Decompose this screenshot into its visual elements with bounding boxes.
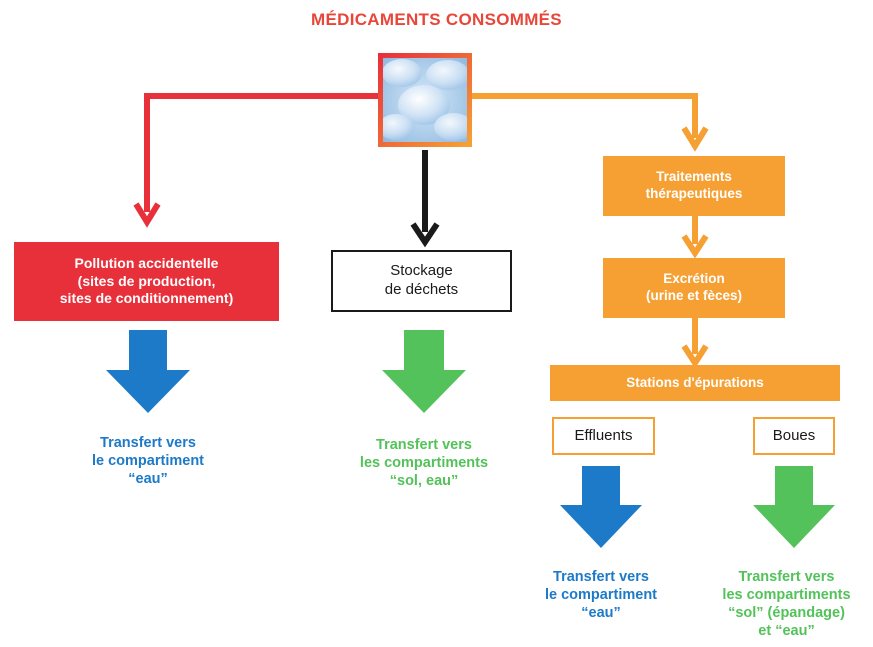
arrowhead-black bbox=[410, 222, 440, 248]
box-excretion: Excrétion (urine et fèces) bbox=[603, 258, 785, 318]
box-effluents: Effluents bbox=[552, 417, 655, 455]
big-arrow-green-stockage bbox=[382, 330, 466, 413]
arrowhead-orange bbox=[681, 126, 709, 152]
box-traitements-line-1: Traitements bbox=[656, 169, 732, 185]
box-excretion-line-2: (urine et fèces) bbox=[645, 288, 743, 303]
box-pollution-line-1: Pollution accidentelle bbox=[74, 255, 219, 272]
diagram-title: MÉDICAMENTS CONSOMMÉS bbox=[311, 10, 562, 29]
caption-stockage-line-1: Transfert vers bbox=[376, 437, 472, 453]
caption-boues-line-4: et “eau” bbox=[758, 623, 815, 640]
box-traitements-line-2: thérapeutiques bbox=[645, 186, 743, 201]
box-stations-epurations: Stations d'épurations bbox=[550, 365, 840, 401]
box-pollution-line-2: (sites de production, bbox=[77, 272, 216, 289]
arrowhead-traitements-excretion bbox=[681, 234, 709, 259]
caption-pollution-line-2: le compartiment bbox=[92, 453, 204, 470]
caption-boues-line-3: “sol” (épandage) bbox=[728, 605, 845, 622]
arrowhead-excretion-stations bbox=[681, 344, 709, 369]
caption-effluents-line-1: Transfert vers bbox=[553, 569, 649, 585]
box-stockage-dechets: Stockage de déchets bbox=[331, 250, 512, 312]
caption-boues-line-2: les compartiments bbox=[722, 587, 851, 604]
box-excretion-line-1: Excrétion bbox=[663, 271, 725, 287]
caption-boues-transfert: Transfert vers les compartiments “sol” (… bbox=[700, 568, 873, 641]
box-pollution-accidentelle: Pollution accidentelle (sites de product… bbox=[14, 242, 279, 321]
caption-stockage-line-3: “sol, eau” bbox=[389, 473, 459, 490]
caption-effluents-transfert: Transfert vers le compartiment “eau” bbox=[506, 568, 696, 622]
caption-effluents-line-2: le compartiment bbox=[545, 587, 657, 604]
connector-red bbox=[144, 93, 378, 212]
pills-photo-icon bbox=[378, 53, 472, 147]
box-stockage-line-2: de déchets bbox=[384, 281, 459, 298]
caption-pollution-line-1: Transfert vers bbox=[100, 435, 196, 451]
caption-pollution-line-3: “eau” bbox=[128, 471, 168, 488]
big-arrow-blue-pollution bbox=[106, 330, 190, 413]
box-boues-line-1: Boues bbox=[772, 426, 816, 444]
box-traitements-therapeutiques: Traitements thérapeutiques bbox=[603, 156, 785, 216]
caption-pollution-transfert: Transfert vers le compartiment “eau” bbox=[48, 434, 248, 488]
box-effluents-line-1: Effluents bbox=[574, 426, 633, 444]
caption-effluents-line-3: “eau” bbox=[581, 605, 621, 622]
big-arrow-green-boues bbox=[753, 466, 835, 548]
caption-boues-line-1: Transfert vers bbox=[738, 569, 835, 585]
arrowhead-red bbox=[133, 202, 161, 228]
connector-orange bbox=[472, 93, 698, 138]
box-stations-line-1: Stations d'épurations bbox=[626, 374, 764, 390]
caption-stockage-line-2: les compartiments bbox=[359, 455, 489, 472]
caption-stockage-transfert: Transfert vers les compartiments “sol, e… bbox=[324, 436, 524, 490]
box-pollution-line-3: sites de conditionnement) bbox=[59, 290, 234, 307]
box-stockage-line-1: Stockage bbox=[390, 262, 453, 280]
box-boues: Boues bbox=[753, 417, 835, 455]
big-arrow-blue-effluents bbox=[560, 466, 642, 548]
